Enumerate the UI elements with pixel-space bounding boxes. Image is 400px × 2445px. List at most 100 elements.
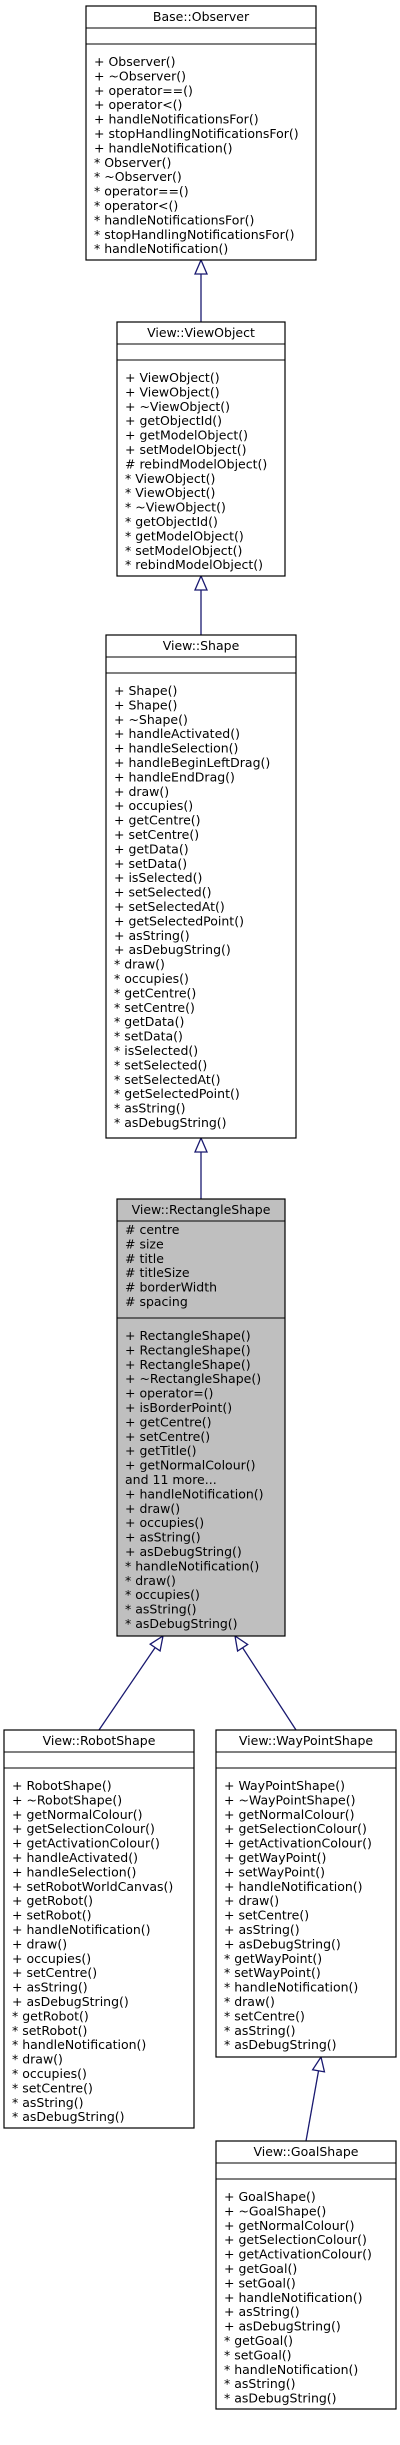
- class-method: * getGoal(): [224, 2333, 293, 2348]
- class-node-robotshape[interactable]: View::RobotShape+ RobotShape()+ ~RobotSh…: [3, 1729, 195, 2129]
- class-method: + getCentre(): [125, 1414, 212, 1429]
- inheritance-arrowhead: [311, 2055, 326, 2073]
- class-method: + asString(): [224, 1922, 300, 1937]
- class-node-goalshape[interactable]: View::GoalShape+ GoalShape()+ ~GoalShape…: [215, 2140, 397, 2410]
- class-nodes: Base::Observer+ Observer()+ ~Observer()+…: [3, 5, 397, 2410]
- class-attribute: # title: [125, 1251, 164, 1266]
- class-name[interactable]: View::Shape: [163, 638, 240, 653]
- class-method: * operator<(): [94, 198, 178, 213]
- class-node-rectangleshape[interactable]: View::RectangleShape# centre# size# titl…: [116, 1198, 286, 1637]
- class-method: + operator<(): [94, 97, 182, 112]
- class-name[interactable]: View::RectangleShape: [132, 1202, 271, 1217]
- class-method: + Shape(): [114, 683, 177, 698]
- class-method: + getActivationColour(): [224, 1836, 372, 1851]
- class-method: + draw(): [12, 1936, 67, 1951]
- class-method: + getRobot(): [12, 1893, 93, 1908]
- class-method: * setGoal(): [224, 2347, 292, 2362]
- class-method: * handleNotificationsFor(): [94, 212, 254, 227]
- class-method: + handleNotification(): [224, 1879, 363, 1894]
- class-method: * getModelObject(): [125, 528, 244, 543]
- class-method: + getNormalColour(): [125, 1458, 256, 1473]
- class-method: * getWayPoint(): [224, 1951, 322, 1966]
- class-method: + asDebugString(): [12, 1994, 129, 2009]
- class-method: * setCentre(): [12, 2080, 93, 2095]
- class-method: * setCentre(): [224, 2008, 305, 2023]
- class-method: + RobotShape(): [12, 1778, 112, 1793]
- class-box: [116, 1198, 286, 1637]
- class-method: + getActivationColour(): [224, 2247, 372, 2262]
- class-method: + getActivationColour(): [12, 1836, 160, 1851]
- class-method: + RectangleShape(): [125, 1357, 251, 1372]
- class-method: + handleActivated(): [114, 726, 240, 741]
- class-method: + asDebugString(): [224, 1936, 341, 1951]
- class-node-shape[interactable]: View::Shape+ Shape()+ Shape()+ ~Shape()+…: [105, 634, 297, 1139]
- class-method: * asString(): [114, 1101, 185, 1116]
- class-method: + getWayPoint(): [224, 1850, 326, 1865]
- class-method: + handleNotification(): [125, 1486, 264, 1501]
- class-attribute: # borderWidth: [125, 1280, 217, 1295]
- class-method: + getNormalColour(): [12, 1807, 143, 1822]
- class-method: * ViewObject(): [125, 485, 215, 500]
- class-method: * asDebugString(): [12, 2109, 125, 2124]
- class-method: * ~ViewObject(): [125, 500, 226, 515]
- class-method: * ~Observer(): [94, 169, 182, 184]
- more-members-link[interactable]: and 11 more...: [125, 1472, 217, 1487]
- class-method: + Observer(): [94, 54, 176, 69]
- class-name[interactable]: Base::Observer: [153, 9, 250, 24]
- class-method: * draw(): [125, 1573, 176, 1588]
- class-node-viewobject[interactable]: View::ViewObject+ ViewObject()+ ViewObje…: [116, 321, 286, 577]
- class-method: + ~RectangleShape(): [125, 1371, 261, 1386]
- class-method: + setData(): [114, 856, 187, 871]
- class-method: + getObjectId(): [125, 413, 222, 428]
- class-name[interactable]: View::WayPointShape: [239, 1733, 374, 1748]
- class-node-observer[interactable]: Base::Observer+ Observer()+ ~Observer()+…: [85, 5, 317, 261]
- class-method: + occupies(): [125, 1515, 204, 1530]
- edge-line: [242, 1647, 297, 1731]
- class-method: + Shape(): [114, 697, 177, 712]
- class-method: + getModelObject(): [125, 428, 248, 443]
- class-method: + getTitle(): [125, 1443, 197, 1458]
- class-name[interactable]: View::ViewObject: [147, 325, 255, 340]
- class-method: * handleNotification(): [12, 2037, 146, 2052]
- edge-line: [305, 2070, 320, 2142]
- inheritance-edges: [98, 258, 326, 2142]
- class-method: * getSelectedPoint(): [114, 1086, 240, 1101]
- class-node-waypointshape[interactable]: View::WayPointShape+ WayPointShape()+ ~W…: [215, 1729, 397, 2058]
- class-box: [116, 321, 286, 577]
- class-method: + RectangleShape(): [125, 1342, 251, 1357]
- class-method: * ViewObject(): [125, 471, 215, 486]
- class-method: * asString(): [224, 2376, 295, 2391]
- class-method: + setRobot(): [12, 1908, 92, 1923]
- inheritance-edge-shape-viewobject: [194, 574, 208, 635]
- class-method: * getCentre(): [114, 985, 196, 1000]
- class-method: * setCentre(): [114, 1000, 195, 1015]
- class-method: + draw(): [224, 1893, 279, 1908]
- class-method: + stopHandlingNotificationsFor(): [94, 126, 299, 141]
- class-method: + setCentre(): [12, 1965, 97, 1980]
- inheritance-edge-waypointshape-rectangleshape: [234, 1634, 297, 1731]
- class-method: + ~RobotShape(): [12, 1792, 122, 1807]
- class-box: [215, 1729, 397, 2058]
- class-box: [215, 2140, 397, 2410]
- class-method: + setRobotWorldCanvas(): [12, 1879, 173, 1894]
- class-method: + ~Observer(): [94, 68, 186, 83]
- class-method: * asDebugString(): [114, 1115, 227, 1130]
- class-method: + handleNotification(): [12, 1922, 151, 1937]
- class-method: * handleNotification(): [224, 2362, 358, 2377]
- class-method: + getSelectionColour(): [224, 1821, 367, 1836]
- class-method: * asDebugString(): [125, 1616, 238, 1631]
- inheritance-arrowhead: [148, 1634, 164, 1653]
- class-method: * getData(): [114, 1014, 184, 1029]
- class-name[interactable]: View::GoalShape: [253, 2144, 358, 2159]
- class-name[interactable]: View::RobotShape: [43, 1733, 156, 1748]
- class-method: + asDebugString(): [224, 2319, 341, 2334]
- class-method: + handleEndDrag(): [114, 769, 235, 784]
- inheritance-arrowhead: [234, 1634, 249, 1653]
- class-method: * occupies(): [12, 2066, 87, 2081]
- class-method: + WayPointShape(): [224, 1778, 345, 1793]
- class-method: + ViewObject(): [125, 384, 220, 399]
- class-method: + handleNotification(): [94, 140, 233, 155]
- class-method: * setRobot(): [12, 2023, 87, 2038]
- class-attribute: # centre: [125, 1222, 180, 1237]
